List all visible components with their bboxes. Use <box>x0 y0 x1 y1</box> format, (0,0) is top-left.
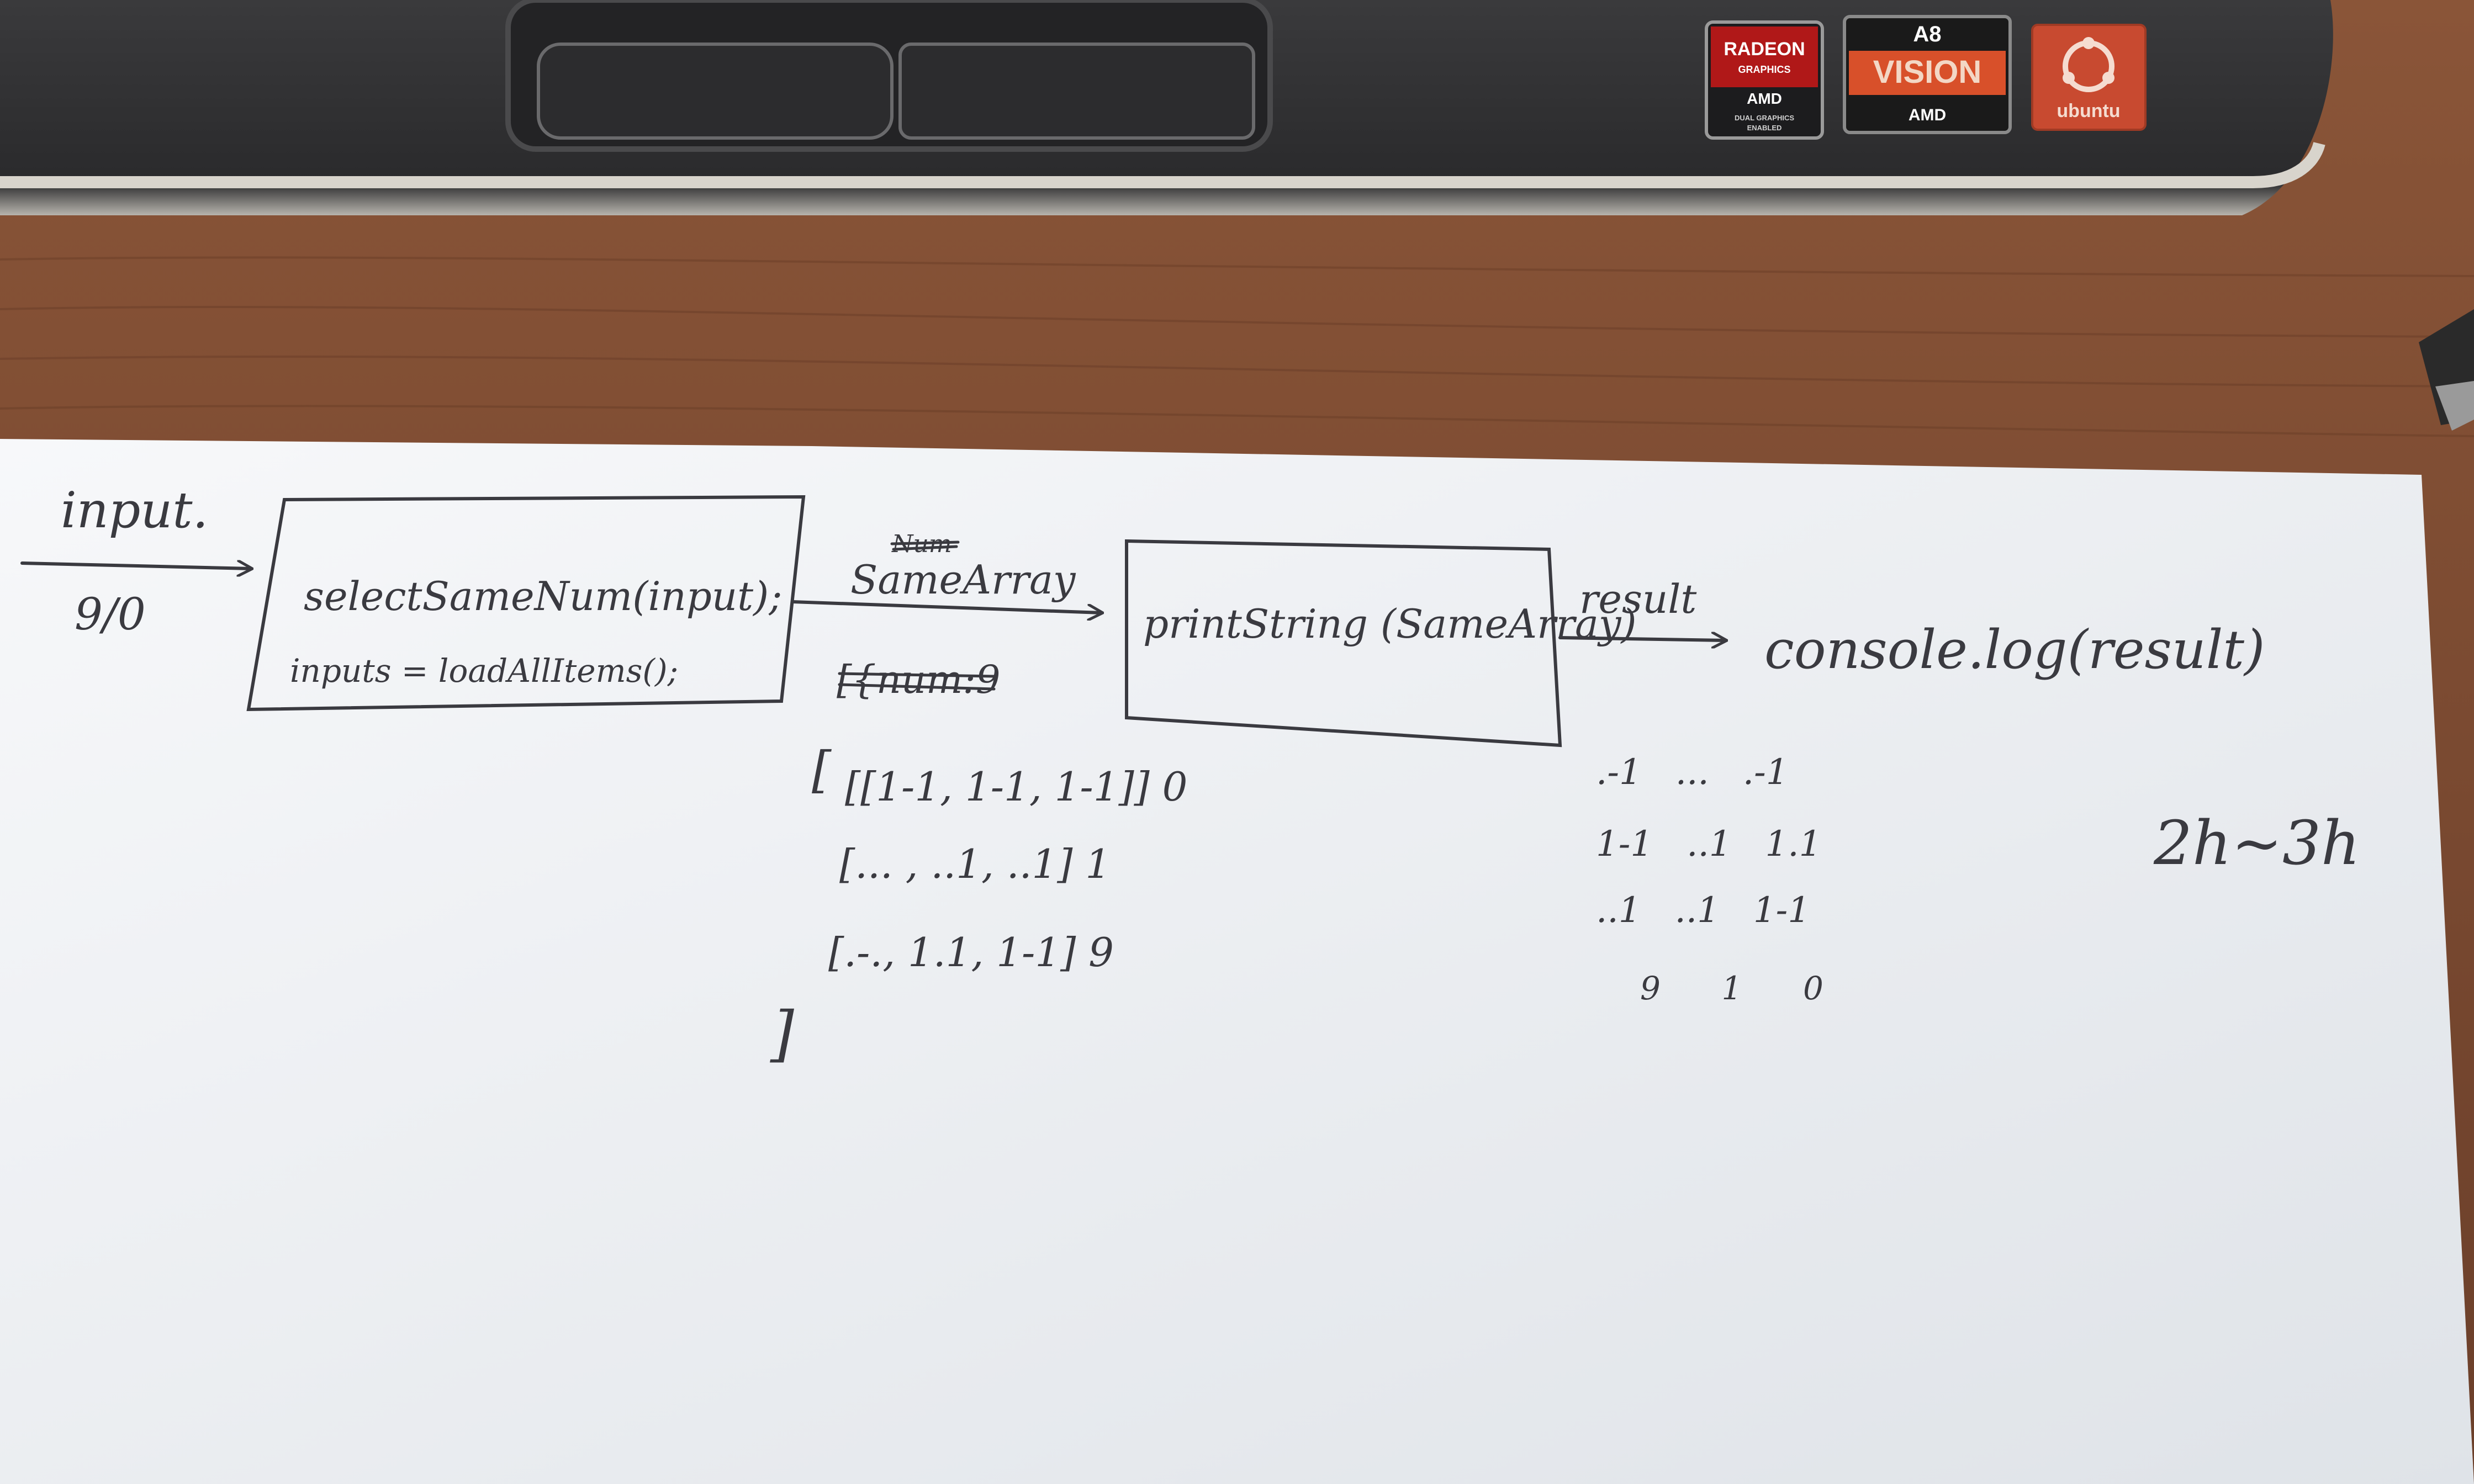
console-log-label: console.log(result) <box>1764 619 2265 681</box>
function-box-1 <box>246 495 806 712</box>
result-arrow <box>1558 638 1726 640</box>
input-label: input. <box>61 481 208 539</box>
a8-text: A8 <box>1913 22 1941 46</box>
digit-row-4: 9 1 0 <box>1640 969 1823 1007</box>
dual-graphics-text: DUAL GRAPHICS <box>1735 114 1794 122</box>
paper-sheet <box>0 439 2474 1484</box>
graphics-text: GRAPHICS <box>1738 64 1790 75</box>
box1-line2: inputs = loadAllItems(); <box>290 652 678 690</box>
array-row-3: [.-., 1.1, 1-1] 9 <box>828 929 1114 976</box>
box2-label: printString (SameArray) <box>1143 601 1637 647</box>
radeon-text: RADEON <box>1724 39 1805 60</box>
digit-row-3: ..1 ..1 1-1 <box>1596 890 1810 931</box>
time-estimate: 2h~3h <box>2153 808 2360 878</box>
pen <box>2419 309 2474 431</box>
input-arrow <box>20 563 251 569</box>
array-open-bracket: [ <box>812 741 832 799</box>
touchpad-left-button <box>537 43 894 140</box>
vision-text: VISION <box>1873 54 1982 90</box>
num-strikethrough <box>890 540 960 551</box>
result-label: result <box>1579 576 1697 622</box>
array-row-2: [... , ..1, ..1] 1 <box>839 841 1111 887</box>
ubuntu-sticker: ubuntu <box>2031 24 2147 131</box>
enabled-text: ENABLED <box>1747 124 1782 132</box>
digit-row-1: .-1 ... .-1 <box>1596 752 1788 793</box>
array-row-1: [[1-1, 1-1, 1-1]] 0 <box>845 764 1187 810</box>
array-close-bracket: ] <box>770 998 795 1069</box>
box1-line1: selectSameNum(input); <box>304 573 782 619</box>
same-array-label: SameArray <box>850 556 1076 603</box>
radeon-sticker: RADEON GRAPHICS AMD DUAL GRAPHICS ENABLE… <box>1705 20 1824 140</box>
sketch-diagram <box>20 495 1726 748</box>
input-value: 9/0 <box>75 589 146 640</box>
a8-vision-sticker: A8 VISION AMD <box>1843 15 2012 134</box>
touchpad-right-button <box>898 43 1255 140</box>
a8-amd-text: AMD <box>1909 106 1946 124</box>
ubuntu-text: ubuntu <box>2057 100 2120 121</box>
array-header-struck: [{num:9 <box>837 657 1001 702</box>
function-box-2 <box>1125 539 1562 748</box>
wood-grain <box>0 256 2474 437</box>
same-array-strike-word: Num <box>891 530 952 558</box>
digit-row-2: 1-1 ..1 1.1 <box>1596 824 1821 865</box>
radeon-amd-text: AMD <box>1747 90 1782 107</box>
array-header-strikethrough <box>838 672 996 691</box>
sketch-text: input. 9/0 selectSameNum(input); inputs … <box>61 481 2360 1069</box>
same-array-arrow <box>791 600 1102 613</box>
